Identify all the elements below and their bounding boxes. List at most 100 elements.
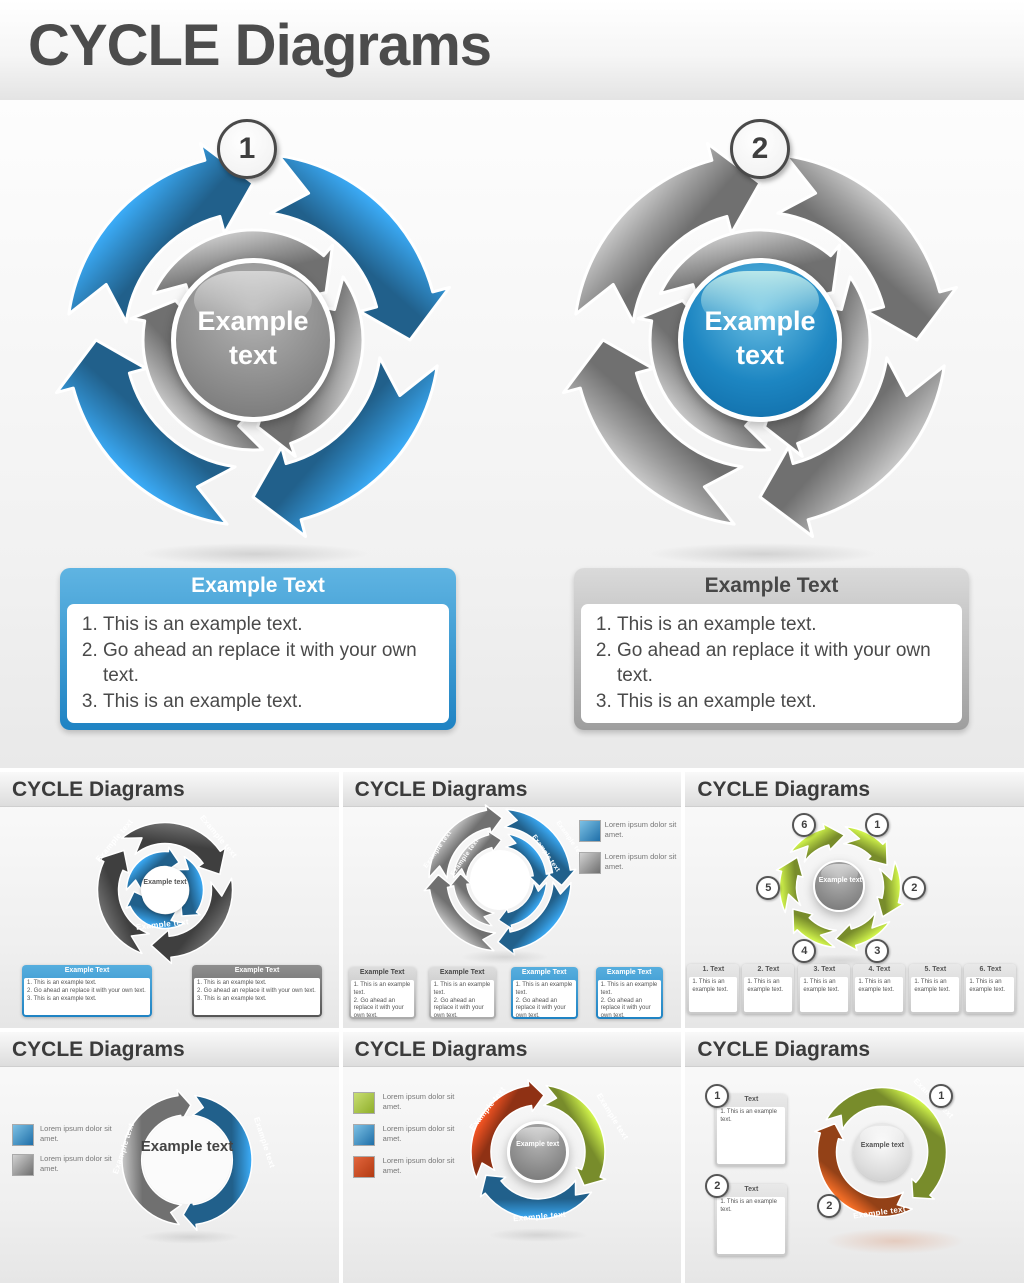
mini-textbox-header: Text — [744, 1186, 759, 1193]
mini-textbox-header: Text — [744, 1096, 759, 1103]
mini-line: 1. This is an example text. — [720, 1199, 777, 1213]
example-textbox-gray: Example Text This is an example text. Go… — [574, 568, 969, 730]
mini-line: 1. This is an example text. — [433, 982, 491, 996]
legend-text: Lorem ipsum dolor sit amet. — [40, 1124, 112, 1143]
mini-line: 2. Go ahead an replace it with your own … — [515, 997, 566, 1017]
number-badge: 1 — [705, 1084, 730, 1108]
mini-textbox-body: 1. This is an example text. 2. Go ahead … — [194, 978, 320, 1015]
slide-thumbnail-4: CYCLE Diagrams Example text Example text… — [0, 1032, 339, 1283]
thumb-title: CYCLE Diagrams — [697, 1038, 871, 1061]
legend-swatch-blue — [352, 1124, 375, 1146]
thumb-title: CYCLE Diagrams — [12, 1038, 185, 1061]
thumb-title: CYCLE Diagrams — [354, 1038, 528, 1061]
mini-line: 2. Go ahead an replace it with your own … — [600, 997, 651, 1017]
mini-textbox-gray: Example Text 1. This is an example text.… — [428, 967, 496, 1019]
mini-textbox-header: Example Text — [606, 969, 652, 976]
mini-line: 1. This is an example text. — [515, 982, 573, 996]
mini-textbox-numbered: 1. Text 1. This is an example text. — [687, 964, 740, 1014]
mini-textbox-plain: Text 1. This is an example text. — [715, 1184, 788, 1256]
ring-reflection — [825, 1228, 966, 1254]
thumb-title-bar: CYCLE Diagrams — [342, 772, 682, 807]
thumb-title-bar: CYCLE Diagrams — [342, 1032, 682, 1067]
list-item: This is an example text. — [617, 612, 954, 637]
mini-line: 1. This is an example text. — [720, 1109, 777, 1123]
diagram-1-number-badge: 1 — [217, 119, 277, 179]
number-badge: 6 — [792, 813, 817, 837]
mini-textbox-body: 1. This is an example text. — [744, 977, 793, 1012]
mini-textbox-plain: Text 1. This is an example text. — [715, 1094, 788, 1166]
textbox-body: This is an example text. Go ahead an rep… — [581, 604, 962, 723]
mini-textbox-body: 1. This is an example text. — [855, 977, 904, 1012]
mini-textbox-blue: Example Text 1. This is an example text.… — [510, 967, 578, 1019]
ring-shadow — [459, 950, 550, 964]
thumb5-rings — [469, 1078, 607, 1220]
mini-line: 1. This is an example text. — [27, 980, 97, 986]
thumb4-center-hole — [143, 1116, 231, 1204]
mini-textbox-body: 1. This is an example text. — [800, 977, 849, 1012]
page-header: CYCLE Diagrams — [0, 0, 1024, 100]
mini-line: 1. This is an example text. — [803, 979, 840, 993]
mini-line: 1. This is an example text. — [747, 979, 784, 993]
mini-textbox-header: Example Text — [521, 969, 567, 976]
thumb-title: CYCLE Diagrams — [354, 778, 528, 801]
legend-swatch-blue — [578, 820, 601, 842]
number-badge: 2 — [705, 1174, 730, 1198]
mini-textbox-header: 4. Text — [868, 966, 891, 973]
mini-textbox-header: Example Text — [359, 969, 405, 976]
ring-shadow — [487, 1228, 588, 1242]
mini-textbox-numbered: 2. Text 1. This is an example text. — [742, 964, 795, 1014]
textbox-list: This is an example text. Go ahead an rep… — [67, 610, 449, 714]
mini-textbox-body: 1. This is an example text. 2. Go ahead … — [24, 978, 150, 1015]
mini-line: 1. This is an example text. — [353, 982, 411, 996]
mini-line: 1. This is an example text. — [692, 979, 729, 993]
mini-textbox-numbered: 6. Text 1. This is an example text. — [964, 964, 1017, 1014]
thumb2-rings — [423, 804, 577, 956]
mini-line: 1. This is an example text. — [969, 979, 1006, 993]
mini-textbox-dark: Example Text 1. This is an example text.… — [192, 965, 322, 1017]
thumb3-center-circle — [813, 860, 866, 912]
list-item: Go ahead an replace it with your own tex… — [617, 638, 954, 688]
number-badge: 2 — [902, 876, 927, 900]
mini-textbox-header: 2. Text — [757, 966, 780, 973]
list-item: Go ahead an replace it with your own tex… — [103, 638, 441, 688]
thumb6-center-label: Example text — [860, 1142, 904, 1149]
mini-line: 2. Go ahead an replace it with your own … — [27, 987, 146, 994]
slide-thumbnail-1: CYCLE Diagrams Example text Example text… — [0, 772, 339, 1028]
mini-textbox-header: Example Text — [64, 967, 110, 974]
textbox-list: This is an example text. Go ahead an rep… — [581, 610, 962, 714]
number-badge: 1 — [929, 1084, 954, 1108]
legend-text: Lorem ipsum dolor sit amet. — [40, 1154, 112, 1173]
thumb-title: CYCLE Diagrams — [12, 778, 185, 801]
slide-thumbnail-3: CYCLE Diagrams Example text 1 2 3 4 5 6 … — [685, 772, 1024, 1028]
mini-textbox-header: Example Text — [234, 967, 280, 974]
legend-swatch-red — [352, 1156, 375, 1178]
ring-shadow — [795, 954, 886, 967]
mini-textbox-numbered: 4. Text 1. This is an example text. — [853, 964, 906, 1014]
mini-textbox-numbered: 5. Text 1. This is an example text. — [909, 964, 962, 1014]
thumb-title-bar: CYCLE Diagrams — [0, 772, 339, 807]
mini-textbox-body: 1. This is an example text. — [966, 977, 1015, 1012]
thumb1-center-label: Example text — [143, 879, 187, 886]
diagram-1-center-label: Example text — [197, 306, 309, 370]
thumb6-center-circle — [853, 1123, 912, 1181]
diagram-2-number-badge: 2 — [730, 119, 790, 179]
thumb3-rings — [776, 822, 905, 952]
mini-textbox-body: 1. This is an example text.2. Go ahead a… — [597, 980, 661, 1017]
example-textbox-blue: Example Text This is an example text. Go… — [60, 568, 456, 730]
list-item: This is an example text. — [103, 689, 441, 714]
number-badge: 3 — [865, 939, 890, 963]
mini-line: 2. Go ahead an replace it with your own … — [197, 987, 316, 994]
thumb5-center-label: Example text — [516, 1141, 560, 1148]
thumb1-center-circle — [141, 866, 189, 914]
thumb-title-bar: CYCLE Diagrams — [685, 772, 1024, 807]
ring-shadow — [140, 1230, 240, 1244]
mini-line: 1. This is an example text. — [858, 979, 895, 993]
diagram-2-shadow — [648, 543, 878, 565]
thumb4-center-label: Example text — [140, 1138, 234, 1155]
textbox-header: Example Text — [191, 574, 325, 597]
mini-textbox-body: 1. This is an example text.2. Go ahead a… — [430, 980, 494, 1017]
thumb-title-bar: CYCLE Diagrams — [0, 1032, 339, 1067]
mini-textbox-header: 1. Text — [702, 966, 725, 973]
diagram-1-center-circle — [171, 258, 335, 422]
